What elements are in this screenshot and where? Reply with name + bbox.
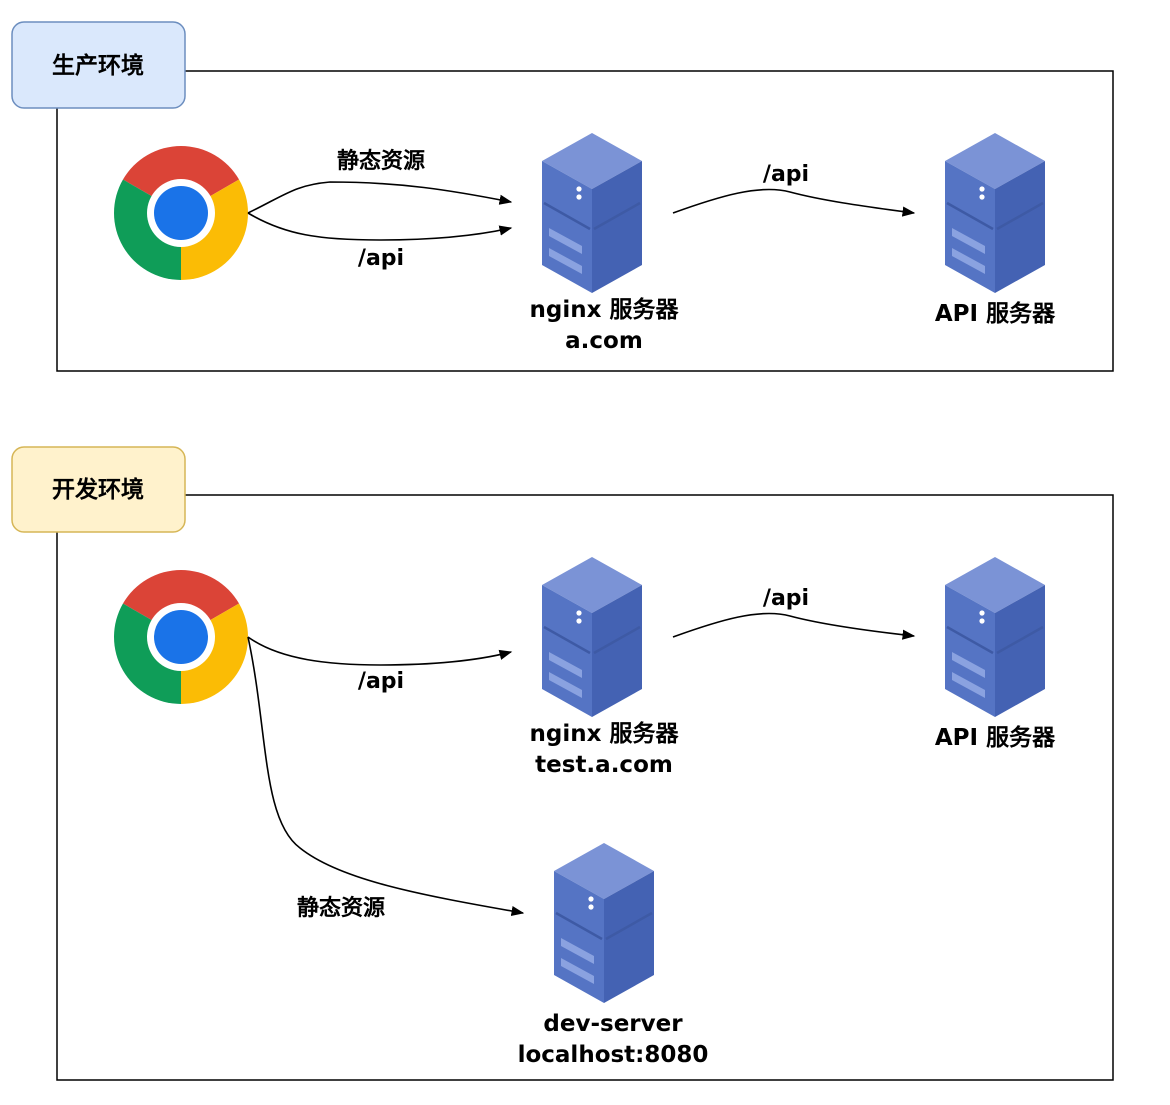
development-frame	[56, 494, 1114, 1081]
dev-server-name: dev-server	[543, 1011, 683, 1037]
nginx-server-domain: test.a.com	[535, 752, 673, 778]
api-server-name: API 服务器	[935, 725, 1056, 751]
production-title-background	[11, 21, 186, 109]
production-title-box: 生产环境	[11, 21, 186, 109]
edge-label-static-resources: 静态资源	[297, 895, 385, 921]
api-server-name: API 服务器	[935, 301, 1056, 327]
dev-server-host: localhost:8080	[518, 1042, 709, 1068]
api-server-icon	[943, 131, 1047, 295]
nginx-server-domain: a.com	[565, 328, 643, 354]
edge-label-upstream-api: /api	[763, 586, 809, 611]
development-panel: 开发环境 /api /api 静态资源 nginx 服务器 test.a.com…	[11, 446, 1114, 1081]
nginx-server-name: nginx 服务器	[530, 297, 680, 323]
chrome-icon	[114, 570, 248, 704]
chrome-icon	[114, 146, 248, 280]
edge-upstream-api	[672, 612, 916, 640]
production-panel: 生产环境 静态资源 /api /api nginx 服务器 a.com API …	[11, 21, 1114, 372]
edge-upstream-api	[672, 188, 916, 217]
nginx-server-name: nginx 服务器	[530, 721, 680, 747]
edge-label-upstream-api: /api	[763, 162, 809, 187]
dev-server-icon	[552, 841, 656, 1005]
development-title-background	[11, 446, 186, 533]
api-server-icon	[943, 555, 1047, 719]
edge-label-static-resources: 静态资源	[337, 148, 425, 174]
nginx-server-icon	[540, 555, 644, 719]
edge-static-resources	[247, 181, 513, 214]
nginx-server-icon	[540, 131, 644, 295]
production-title: 生产环境	[52, 52, 144, 79]
development-title-box: 开发环境	[11, 446, 186, 533]
edge-label-api: /api	[358, 669, 404, 694]
development-title: 开发环境	[52, 476, 144, 503]
edge-api	[247, 636, 513, 666]
edge-api	[247, 212, 513, 241]
edge-static-resources	[247, 636, 525, 917]
edge-label-api: /api	[358, 246, 404, 271]
production-frame	[56, 70, 1114, 372]
